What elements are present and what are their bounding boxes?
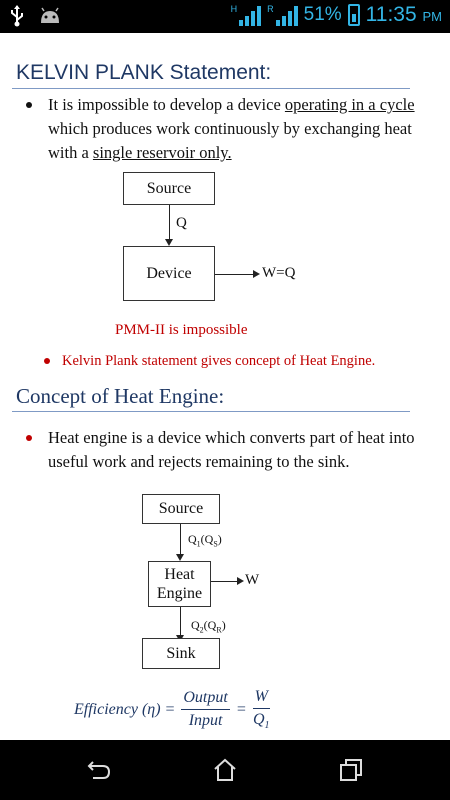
clock-time: 11:35 (365, 3, 417, 26)
work-arrow (253, 270, 260, 278)
usb-icon (11, 5, 23, 27)
battery-percent: 51% (303, 4, 342, 25)
bullet-text-underlined-2: single reservoir only. (92, 143, 232, 162)
network-r-label: R (267, 4, 274, 14)
bullet-text-underlined-1: operating in a cycle (284, 95, 415, 114)
bullet-text-1: It is impossible to develop a device (48, 95, 285, 114)
kelvin-plank-concept-bullet: Kelvin Plank statement gives concept of … (44, 349, 432, 373)
home-icon[interactable] (211, 756, 239, 784)
bullet-dot (26, 102, 32, 108)
heat-engine-heading: Concept of Heat Engine: (16, 384, 225, 408)
notification-icons (10, 5, 62, 27)
status-bar: H R 51% 11:35 PM (0, 0, 450, 33)
battery-icon (347, 4, 360, 26)
navigation-bar (0, 740, 450, 800)
work-line (215, 274, 255, 275)
network-h-label: H (230, 4, 238, 14)
back-icon[interactable] (85, 756, 113, 784)
formula-lhs: Efficiency (η) = (74, 700, 176, 718)
recent-apps-icon[interactable] (337, 756, 365, 784)
formula-equals: = (235, 700, 247, 718)
q1-label: Q1(QS) (188, 532, 222, 549)
fraction-numerator-2: W (252, 688, 270, 709)
pmm-statement: PMM-II is impossible (115, 322, 248, 338)
heat-q-label: Q (176, 215, 187, 231)
engine-label-2: Engine (156, 585, 203, 602)
fraction-w-q1: W Q1 (252, 688, 270, 732)
work-output-label: W=Q (262, 265, 296, 281)
kelvin-plank-bullet: It is impossible to develop a device ope… (26, 93, 420, 165)
he-work-arrow (237, 577, 244, 585)
clock-ampm: PM (422, 9, 443, 24)
heading-rule-2 (12, 411, 410, 412)
slide-content[interactable]: KELVIN PLANK Statement: It is impossible… (0, 33, 450, 740)
engine-label-1: Heat (164, 566, 195, 583)
q2-label: Q2(QR) (191, 618, 226, 635)
he-work-label: W (245, 572, 260, 588)
signal-r-icon: R (267, 4, 298, 26)
kelvin-plank-heading: KELVIN PLANK Statement: (16, 61, 272, 84)
bullet-dot-red (44, 358, 50, 364)
q2-line (180, 607, 181, 637)
clock: 11:35 PM (366, 3, 442, 27)
source-box: Source (123, 172, 215, 205)
he-source-box: Source (142, 494, 220, 524)
fraction-output-input: Output Input (181, 689, 230, 730)
android-icon (41, 7, 59, 23)
efficiency-formula: Efficiency (η) = Output Input = W Q1 (74, 688, 270, 731)
fraction-denominator-2: Q1 (252, 711, 270, 732)
fraction-denominator-1: Input (188, 712, 223, 730)
heat-flow-line (169, 205, 170, 241)
concept-bullet-text: Kelvin Plank statement gives concept of … (62, 353, 376, 369)
signal-h-icon: H (231, 4, 262, 26)
heading-rule (12, 88, 410, 89)
heat-engine-bullet-text: Heat engine is a device which converts p… (48, 428, 415, 471)
sink-box: Sink (142, 638, 220, 669)
system-status: H R 51% 11:35 PM (231, 3, 442, 27)
heat-engine-bullet: Heat engine is a device which converts p… (26, 426, 420, 474)
he-work-line (211, 581, 239, 582)
fraction-numerator-1: Output (181, 689, 230, 711)
bullet-dot-red-2 (26, 435, 32, 441)
q1-line (180, 524, 181, 556)
bullet-text-2: which produces work continuously by exch… (48, 119, 412, 162)
device-box: Device (123, 246, 215, 301)
q1-arrow (176, 554, 184, 561)
heat-engine-box: Heat Engine (148, 561, 211, 607)
heat-flow-arrow (165, 239, 173, 246)
